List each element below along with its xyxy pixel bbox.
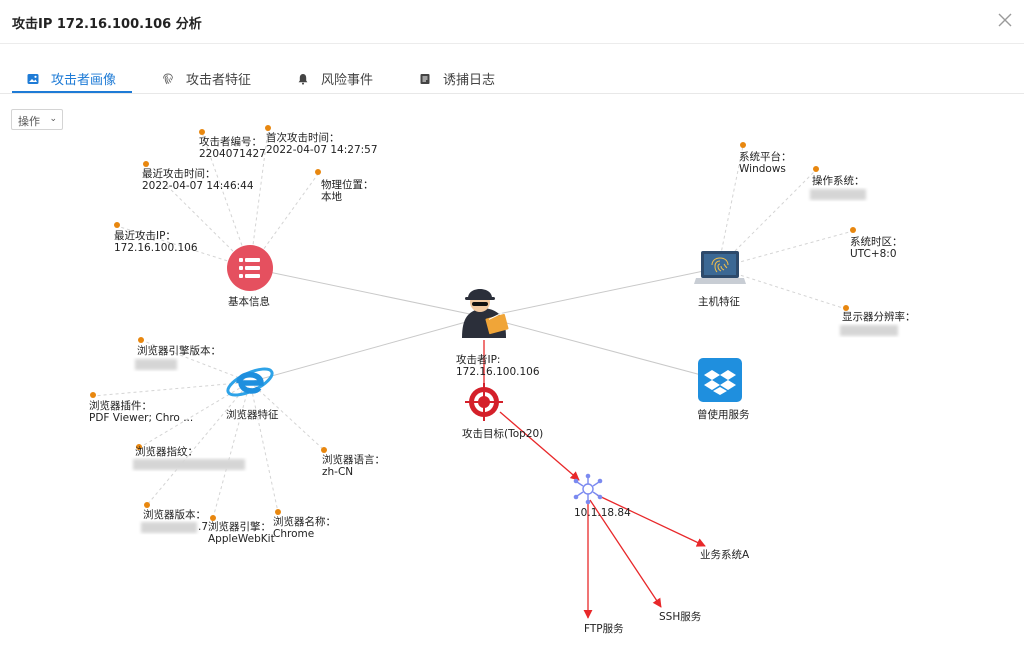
target-icon [465,383,503,421]
attack-edges [483,340,706,619]
attr-value: 本地 [321,190,342,203]
attr-value: Windows [739,163,786,175]
attr-key: 浏览器名称： [273,515,336,528]
attr-value: 172.16.100.106 [114,242,198,254]
service-ssh[interactable]: SSH服务 [659,610,702,623]
chevron-down-icon: ⌄ [49,114,57,124]
attack-target-node[interactable]: 攻击目标(Top20) [462,383,543,440]
tab-bar: 攻击者画像 攻击者特征 风险事件 诱捕日志 [0,60,1024,94]
tab-attacker-features[interactable]: 攻击者特征 [162,69,251,88]
attr-value: 2022-04-07 14:27:57 [266,144,378,156]
attr-key: 系统平台： [739,150,792,163]
hacker-icon [462,289,509,338]
attr-value: .7 [198,521,208,533]
attr-key: 浏览器引擎： [208,520,271,533]
attr-key: 浏览器语言： [322,453,385,466]
dialog-title: 攻击IP 172.16.100.106 分析 [12,17,202,32]
bell-icon [298,74,308,85]
dropbox-icon [698,358,742,402]
attribute-dots [90,125,856,521]
attr-key: 显示器分辨率： [842,310,916,323]
attr-value: Chrome [273,528,314,540]
attacker-label-line2: 172.16.100.106 [456,366,540,378]
browser-features-node[interactable]: 浏览器特征 [224,364,279,421]
attr-key: 首次攻击时间： [266,131,340,144]
redacted-value [840,325,898,336]
tab-label: 攻击者画像 [51,73,117,88]
tab-attacker-profile[interactable]: 攻击者画像 [27,69,116,88]
redacted-value [133,459,245,470]
browser-features-label: 浏览器特征 [226,408,279,421]
attr-value: PDF Viewer; Chro ... [89,412,193,424]
basic-info-label: 基本信息 [228,295,270,308]
attacker-profile-graph: 攻击者IP: 172.16.100.106 基本信息 主机特征 [89,125,916,635]
attack-target-label: 攻击目标(Top20) [462,427,543,440]
attr-value: 2022-04-07 14:46:44 [142,180,254,192]
main-edges [249,267,721,383]
redacted-value [141,522,197,533]
tab-label: 风险事件 [321,73,374,88]
attr-key: 操作系统： [812,174,865,187]
tab-risk-events[interactable]: 风险事件 [297,69,373,88]
active-tab-indicator [12,91,132,93]
attr-key: 最近攻击时间： [142,167,216,180]
service-ftp[interactable]: FTP服务 [584,622,624,635]
tab-trap-logs[interactable]: 诱捕日志 [419,69,495,88]
close-icon[interactable] [996,11,1014,29]
attr-value: 2204071427 [199,148,266,160]
attr-key: 攻击者编号： [199,135,262,148]
redacted-value [135,359,177,370]
attacker-node[interactable]: 攻击者IP: 172.16.100.106 [456,289,540,378]
service-business-a[interactable]: 业务系统A [700,548,750,561]
attr-key: 浏览器版本： [143,508,206,521]
tab-label: 诱捕日志 [443,73,496,88]
attr-key: 物理位置： [321,178,374,191]
operate-dropdown[interactable]: 操作 ⌄ [11,109,63,130]
operate-label: 操作 [18,115,40,128]
attr-key: 最近攻击IP： [114,229,176,242]
attr-value: UTC+8:0 [850,248,897,260]
attr-value: AppleWebKit [208,533,275,545]
target-ip-node[interactable]: 10.1.18.84 [573,473,631,519]
basic-info-attrs: 攻击者编号： 2204071427 首次攻击时间： 2022-04-07 14:… [114,131,378,254]
ie-browser-icon [226,367,274,397]
redacted-value [810,189,866,200]
browser-features-attrs: 浏览器引擎版本： 浏览器插件： PDF Viewer; Chro ... 浏览器… [89,344,385,545]
target-ip-label: 10.1.18.84 [574,507,631,519]
dialog-header: 攻击IP 172.16.100.106 分析 [0,0,1024,44]
attribute-edges [92,129,854,519]
tab-label: 攻击者特征 [186,73,252,88]
attr-key: 浏览器指纹： [135,445,198,458]
attr-key: 浏览器插件： [89,399,152,412]
fingerprint-icon [163,73,173,85]
used-services-node[interactable]: 曾使用服务 [697,358,750,421]
log-icon [420,74,430,84]
attr-key: 系统时区： [850,235,903,248]
laptop-fingerprint-icon [694,251,746,284]
attr-value: zh-CN [322,466,353,478]
used-services-label: 曾使用服务 [697,408,750,421]
attacker-label-line1: 攻击者IP: [456,353,500,366]
host-features-node[interactable]: 主机特征 [694,251,746,308]
image-icon [27,74,39,84]
network-icon [576,477,600,501]
basic-info-node[interactable]: 基本信息 [227,245,273,308]
attr-key: 浏览器引擎版本： [137,344,221,357]
host-features-label: 主机特征 [698,295,740,308]
host-features-attrs: 系统平台： Windows 操作系统： 系统时区： UTC+8:0 显示器分辨率… [739,150,916,336]
